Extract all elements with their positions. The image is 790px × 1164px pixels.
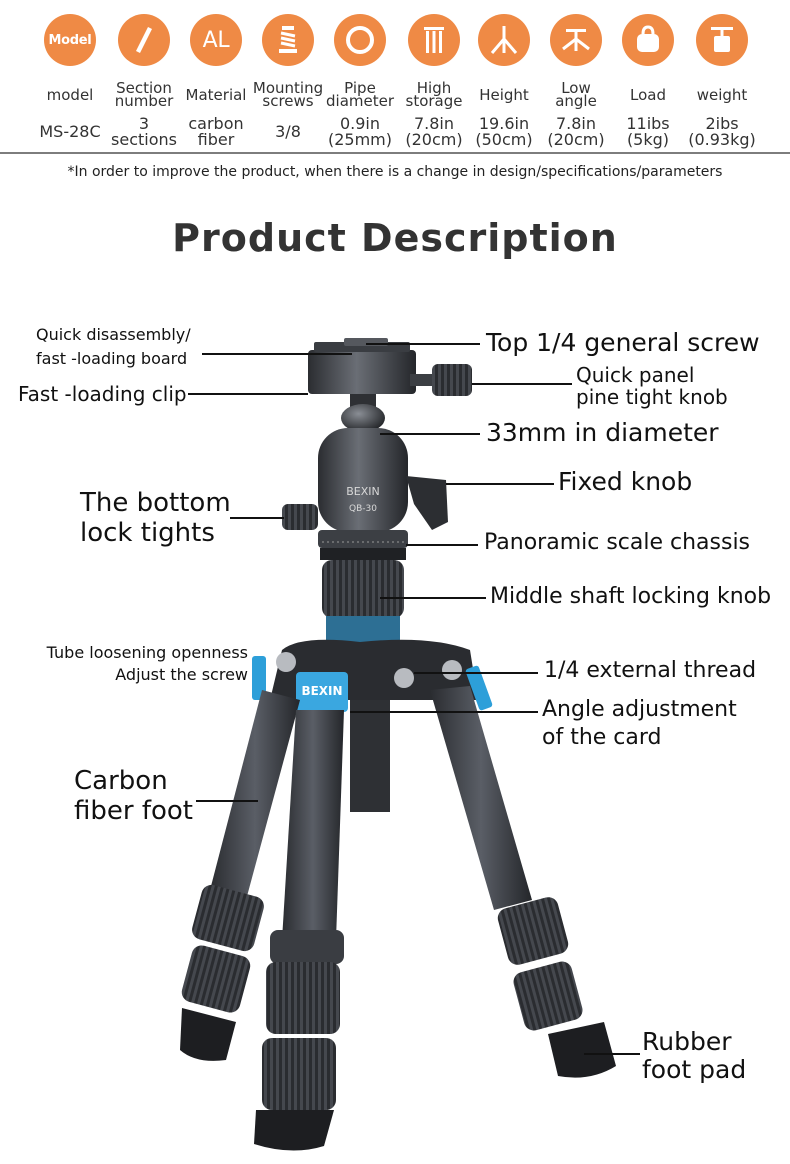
callout-external-thread: 1/4 external thread [544, 658, 757, 683]
leader-line [472, 383, 572, 385]
spec-label: Load [630, 85, 666, 104]
leader-line [380, 597, 486, 599]
spec-pipe-diameter: Pipe diameter 0.9in (25mm) [322, 14, 398, 148]
leader-line [380, 433, 480, 435]
middle-shaft-knob [322, 560, 404, 618]
leader-line [350, 711, 538, 713]
model-badge-icon: Model [44, 14, 96, 66]
ball-top [341, 404, 385, 432]
spec-label: weight [696, 85, 748, 104]
spec-value: carbon fiber [188, 114, 244, 149]
ball-head-body [318, 428, 408, 532]
pipe-diameter-icon [334, 14, 386, 66]
callout-quick-disassembly: Quick disassembly/ fast -loading board [36, 325, 191, 368]
spec-label: Section number [114, 79, 174, 110]
fixed-knob-lever [406, 476, 448, 530]
leader-line [366, 343, 480, 345]
spec-label: Pipe diameter [326, 79, 394, 110]
spec-height: Height 19.6in (50cm) [466, 14, 542, 148]
spec-value: 7.8in (20cm) [547, 114, 605, 149]
head-model-mark: QB-30 [349, 504, 377, 514]
right-leg [430, 686, 616, 1078]
spec-label: model [46, 85, 94, 104]
callout-tube-loosening: Tube loosening openness Adjust the screw [46, 643, 248, 684]
spec-label: High storage [405, 79, 463, 110]
al-icon-text: AL [202, 27, 230, 53]
callout-bottom-lock: The bottom lock tights [80, 488, 231, 548]
spec-value: 0.9in (25mm) [327, 114, 392, 149]
bottom-lock-knob [282, 504, 318, 530]
panoramic-base [318, 530, 408, 548]
spec-label: Material [185, 85, 247, 104]
spec-table: Model model MS-28C Section number 3 sect… [0, 0, 790, 160]
page-title: Product Description [172, 216, 618, 260]
callout-rubber-pad: Rubber foot pad [642, 1027, 747, 1084]
right-blue-clip [465, 665, 493, 711]
low-angle-tripod-icon [550, 14, 602, 66]
angle-card-screw [442, 660, 462, 680]
leader-line [202, 353, 352, 355]
disclaimer-note: *In order to improve the product, when t… [67, 164, 723, 180]
load-weight-icon [622, 14, 674, 66]
callout-carbon-foot: Carbon fiber foot [74, 766, 193, 826]
folded-storage-icon [408, 14, 460, 66]
callout-panoramic: Panoramic scale chassis [484, 530, 751, 555]
spec-material: AL Material carbon fiber [178, 14, 254, 148]
clip-brand-mark: BEXIN [301, 684, 342, 698]
callout-middle-shaft: Middle shaft locking knob [490, 584, 772, 609]
external-thread-screw [394, 668, 414, 688]
section-tube-icon [118, 14, 170, 66]
spec-value: MS-28C [39, 122, 101, 141]
spec-label: Height [479, 85, 529, 104]
spec-value: 7.8in (20cm) [405, 114, 463, 149]
tube-loosening-screw [276, 652, 296, 672]
spec-value: 11ibs (5kg) [626, 114, 670, 149]
leader-line [406, 544, 478, 546]
spec-model: Model model MS-28C [32, 14, 108, 140]
left-blue-clip [252, 656, 266, 700]
spec-high-storage: High storage 7.8in (20cm) [396, 14, 472, 148]
spec-value: 2ibs (0.93kg) [688, 114, 756, 149]
spec-label: Mounting screws [252, 79, 324, 110]
center-column [350, 700, 390, 812]
leader-line [584, 1053, 640, 1055]
divider [0, 152, 790, 154]
tripod-height-icon [478, 14, 530, 66]
tripod-illustration: BEXIN QB-30 BEXIN [180, 338, 616, 1151]
callout-fast-loading-clip: Fast -loading clip [18, 382, 187, 406]
callout-quick-panel-knob: Quick panel pine tight knob [576, 363, 728, 409]
aluminium-al-icon: AL [190, 14, 242, 66]
center-leg [254, 710, 344, 1151]
left-leg [180, 690, 300, 1061]
product-diagram: BEXIN QB-30 BEXIN [0, 290, 790, 1164]
callout-top-screw: Top 1/4 general screw [486, 328, 760, 357]
leader-line [414, 672, 538, 674]
head-brand-mark: BEXIN [346, 485, 380, 498]
spec-weight: weight 2ibs (0.93kg) [684, 14, 760, 148]
mounting-screw-icon [262, 14, 314, 66]
quick-release-plate [308, 338, 472, 396]
spec-label: Low angle [555, 79, 597, 110]
spec-value: 3 sections [111, 114, 177, 149]
leader-line [230, 517, 284, 519]
spec-section-number: Section number 3 sections [106, 14, 182, 148]
spec-low-angle: Low angle 7.8in (20cm) [538, 14, 614, 148]
callout-diameter: 33mm in diameter [486, 418, 719, 447]
callout-angle-card: Angle adjustment of the card [542, 697, 737, 750]
front-blue-clip [296, 672, 348, 712]
leader-line [196, 800, 258, 802]
spec-load: Load 11ibs (5kg) [610, 14, 686, 148]
spec-value: 19.6in (50cm) [475, 114, 533, 149]
model-badge-text: Model [48, 32, 92, 48]
callout-fixed-knob: Fixed knob [558, 467, 693, 496]
spec-mounting-screws: Mounting screws 3/8 [250, 14, 326, 140]
spec-value: 3/8 [275, 122, 301, 141]
leader-line [188, 393, 308, 395]
scale-weight-icon [696, 14, 748, 66]
leader-line [446, 483, 554, 485]
